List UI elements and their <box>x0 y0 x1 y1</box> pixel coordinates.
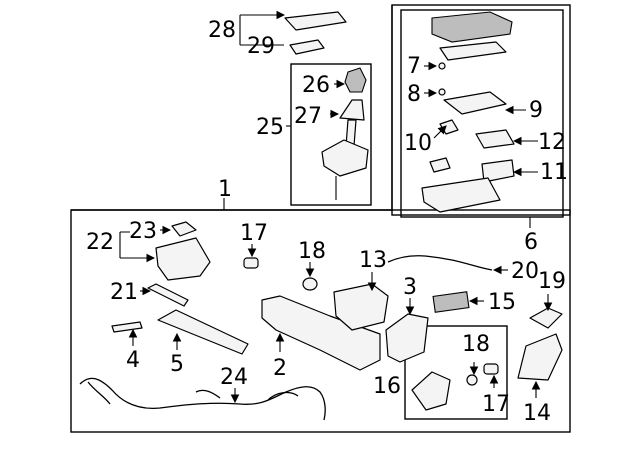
side-trim-strip <box>147 283 189 307</box>
trim-panel-5 <box>157 309 249 355</box>
callout-18a: 18 <box>298 239 326 264</box>
armrest-storage-tray <box>443 91 507 115</box>
cap-18 <box>302 277 318 291</box>
callout-24: 24 <box>220 365 248 390</box>
callout-27: 27 <box>294 104 322 129</box>
bracket-clip <box>439 119 459 135</box>
screw-8 <box>438 88 446 96</box>
callout-23: 23 <box>129 219 157 244</box>
cap-18b <box>466 374 478 386</box>
callout-18b: 18 <box>462 332 490 357</box>
latch-bracket <box>475 129 515 149</box>
callout-25: 25 <box>256 115 284 140</box>
callout-11: 11 <box>540 160 568 185</box>
wire-harness-20 <box>387 255 493 271</box>
callout-17a: 17 <box>240 221 268 246</box>
callout-12: 12 <box>538 130 566 155</box>
subassembly-frame <box>404 325 508 420</box>
cup-holder-insert <box>171 221 197 237</box>
callout-1: 1 <box>218 177 232 202</box>
console-body <box>261 295 381 371</box>
callout-8: 8 <box>407 82 421 107</box>
bracket-stop <box>429 157 451 173</box>
shifter-frame <box>290 63 372 206</box>
callout-6: 6 <box>524 230 538 255</box>
plug-17b <box>483 363 499 375</box>
callout-2: 2 <box>273 356 287 381</box>
callout-4: 4 <box>126 348 140 373</box>
callout-28: 28 <box>208 18 236 43</box>
subassembly-bracket-16 <box>411 371 451 411</box>
frame-connector <box>71 5 393 211</box>
callout-5: 5 <box>170 352 184 377</box>
screw-7 <box>438 62 446 70</box>
shift-bezel-insert <box>289 39 325 55</box>
bracket-28-29 <box>239 14 284 46</box>
callout-29: 29 <box>247 34 275 59</box>
callout-20: 20 <box>511 259 539 284</box>
shift-bezel-trim <box>284 11 347 31</box>
callout-13: 13 <box>359 248 387 273</box>
armrest-inner-frame <box>400 9 564 218</box>
plug-17 <box>243 257 259 269</box>
callout-19: 19 <box>538 269 566 294</box>
bracket-4 <box>111 321 143 333</box>
side-panel-14 <box>517 333 563 381</box>
armrest-lid <box>431 11 513 43</box>
mount-bracket-3 <box>385 313 429 363</box>
shift-boot <box>339 99 365 121</box>
callout-22: 22 <box>86 230 114 255</box>
shift-knob <box>344 67 367 93</box>
end-plate-19 <box>529 307 563 329</box>
callout-17b: 17 <box>482 392 510 417</box>
callout-21: 21 <box>110 280 138 305</box>
callout-16: 16 <box>373 374 401 399</box>
callout-14: 14 <box>523 401 551 426</box>
shifter-base <box>321 139 369 177</box>
side-storage-bin <box>155 237 211 281</box>
callout-3: 3 <box>403 275 417 300</box>
callout-10: 10 <box>404 131 432 156</box>
vent-grille <box>432 291 470 313</box>
callout-26: 26 <box>302 73 330 98</box>
callout-7: 7 <box>407 54 421 79</box>
wire-harness-24 <box>79 377 326 421</box>
armrest-base <box>421 177 501 213</box>
leader-10 <box>433 125 447 139</box>
armrest-hinge-plate <box>439 41 507 61</box>
callout-9: 9 <box>529 98 543 123</box>
callout-15: 15 <box>488 290 516 315</box>
